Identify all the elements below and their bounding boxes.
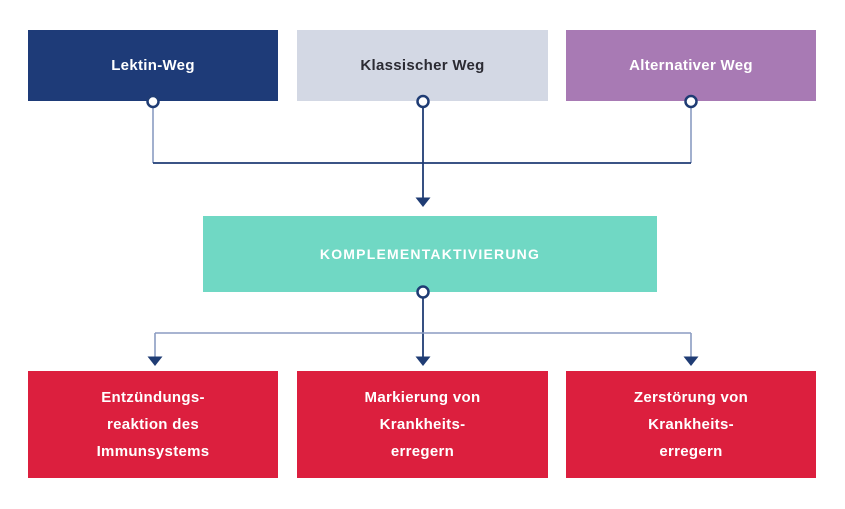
arrowhead-into-markierung (415, 356, 431, 366)
arrowhead-into-central (415, 197, 431, 207)
outcome-box-zerstoerung: Zerstörung von Krankheits- erregern (566, 371, 816, 478)
outcome-label-zerstoerung: Zerstörung von Krankheits- erregern (634, 384, 748, 465)
outcome-box-entzuendungsreaktion: Entzündungs- reaktion des Immunsystems (28, 371, 278, 478)
outcome-label-markierung: Markierung von Krankheits- erregern (365, 384, 481, 465)
outcome-line: erregern (659, 443, 723, 460)
arrowhead-into-zerstoerung (683, 356, 699, 366)
outcome-line: Immunsystems (96, 443, 210, 460)
central-label-komplementaktivierung: KOMPLEMENTAKTIVIERUNG (319, 246, 541, 262)
arrowhead-into-entzuendung (147, 356, 163, 366)
pathway-box-klassischer-weg: Klassischer Weg (297, 30, 548, 101)
pathway-label-klassischer-weg: Klassischer Weg (360, 57, 485, 74)
outcome-label-entzuendungsreaktion: Entzündungs- reaktion des Immunsystems (97, 384, 210, 465)
central-box-komplementaktivierung: KOMPLEMENTAKTIVIERUNG (203, 216, 657, 292)
outcome-line: Entzündungs- (101, 389, 205, 406)
outcome-line: reaktion des (107, 416, 199, 433)
pathway-box-alternativer-weg: Alternativer Weg (566, 30, 816, 101)
outcome-line: Krankheits- (379, 416, 466, 433)
pathway-box-lektin-weg: Lektin-Weg (28, 30, 278, 101)
pathway-label-alternativer-weg: Alternativer Weg (629, 57, 753, 74)
outcome-line: Markierung von (364, 389, 481, 406)
outcome-line: Zerstörung von (633, 389, 749, 406)
outcome-box-markierung: Markierung von Krankheits- erregern (297, 371, 548, 478)
pathway-label-lektin-weg: Lektin-Weg (111, 57, 195, 74)
outcome-line: erregern (390, 443, 455, 460)
outcome-line: Krankheits- (648, 416, 734, 433)
